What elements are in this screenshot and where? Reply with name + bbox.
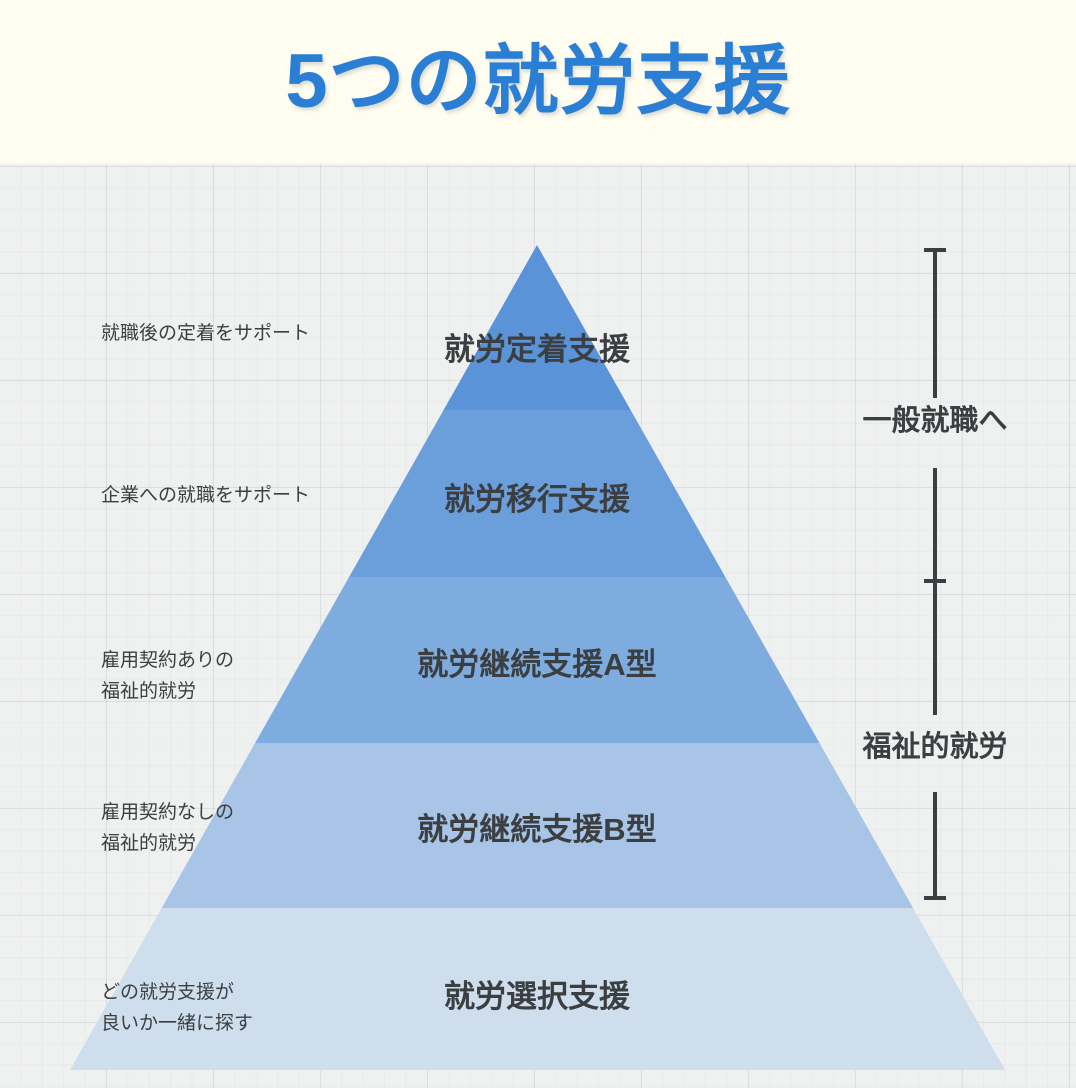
tier-label-5: 就労選択支援 — [444, 979, 630, 1014]
caption-line: 福祉的就労 — [101, 833, 197, 854]
bracket-line-upper-b — [933, 468, 937, 581]
tier-label-1: 就労定着支援 — [444, 332, 630, 367]
bracket-line-lower-b — [933, 792, 937, 898]
tier-label-2: 就労移行支援 — [444, 482, 630, 517]
bracket-cap-bottom-icon — [924, 896, 946, 900]
bracket-label-welfare-employment: 福祉的就労 — [862, 731, 1008, 763]
bracket-label-general-employment: 一般就職へ — [862, 405, 1008, 437]
caption-line: 雇用契約なしの — [101, 802, 235, 823]
caption-tier-2: 企業への就職をサポート — [101, 480, 310, 511]
tier-label-4: 就労継続支援B型 — [417, 812, 657, 847]
caption-line: 雇用契約ありの — [101, 650, 235, 671]
caption-line: 企業への就職をサポート — [101, 485, 311, 506]
header-band: 5つの就労支援 — [0, 0, 1076, 164]
page-title: 5つの就労支援 — [285, 39, 791, 124]
caption-line: 良いか一緒に探す — [101, 1013, 254, 1034]
bracket-line-lower-a — [933, 583, 937, 715]
caption-tier-4: 雇用契約なしの 福祉的就労 — [101, 797, 234, 859]
caption-line: どの就労支援が — [101, 982, 235, 1003]
caption-tier-3: 雇用契約ありの 福祉的就労 — [101, 645, 234, 707]
caption-line: 就職後の定着をサポート — [101, 323, 311, 344]
bracket-line-upper-a — [933, 250, 937, 398]
caption-line: 福祉的就労 — [101, 681, 197, 702]
grid-background — [0, 164, 1076, 1088]
caption-tier-1: 就職後の定着をサポート — [101, 318, 310, 349]
caption-tier-5: どの就労支援が 良いか一緒に探す — [101, 977, 253, 1039]
tier-label-3: 就労継続支援A型 — [417, 647, 657, 682]
